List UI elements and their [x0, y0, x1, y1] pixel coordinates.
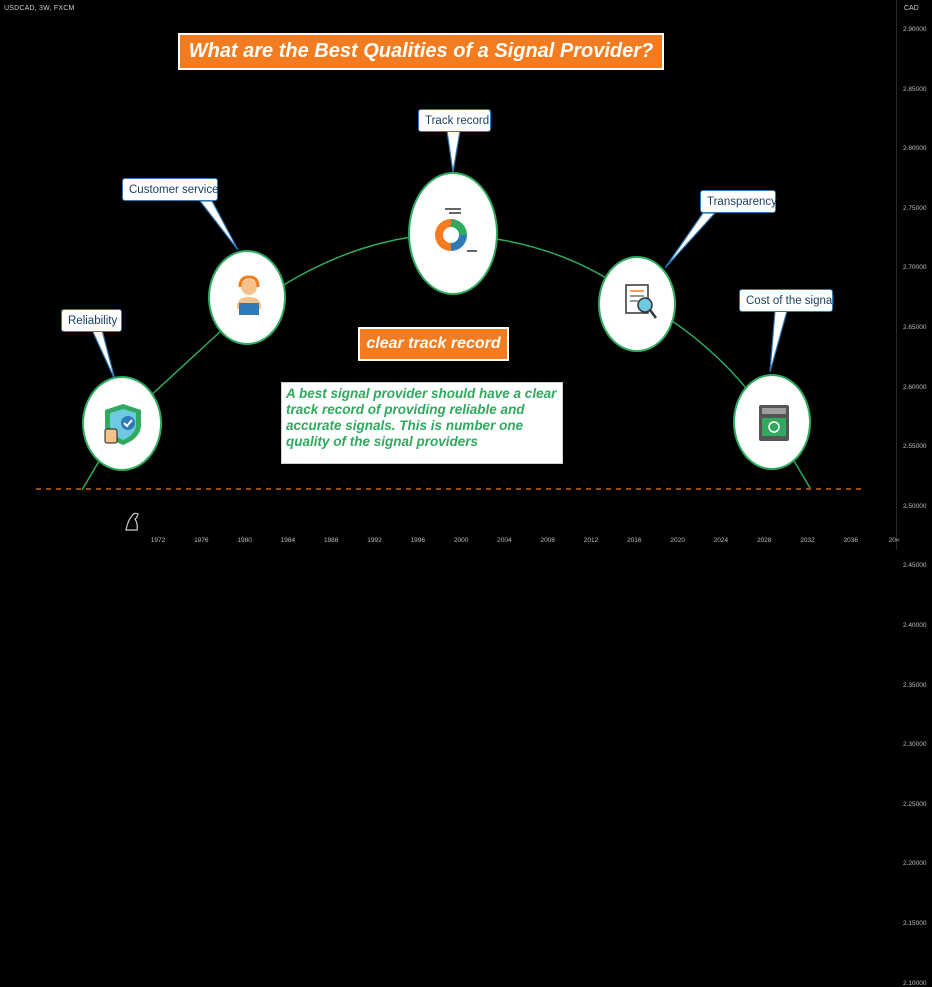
time-tick-label: 1992 — [367, 537, 382, 544]
node-customer-service — [208, 250, 286, 345]
document-magnifier-icon — [625, 284, 657, 319]
callout-reliability: Reliability — [61, 309, 122, 332]
time-tick-label: 20< — [888, 537, 900, 544]
price-tick-label: 2.85000 — [903, 85, 927, 93]
connector-arc — [81, 233, 811, 491]
cash-register-icon — [759, 405, 789, 441]
callout-pointer — [198, 200, 239, 251]
node-transparency — [598, 256, 676, 352]
price-tick-label: 2.90000 — [903, 26, 927, 33]
currency-label: CAD — [904, 5, 919, 12]
time-tick-label: 1984 — [280, 537, 296, 544]
description-box: A best signal provider should have a cle… — [281, 382, 563, 464]
price-tick-label: 2.60000 — [903, 383, 927, 391]
price-tick-label: 2.70000 — [903, 264, 927, 272]
callout-pointer — [664, 212, 717, 269]
price-axis[interactable] — [896, 0, 932, 550]
time-tick-label: 2008 — [540, 537, 555, 544]
node-reliability — [82, 376, 162, 471]
time-tick-label: 1996 — [410, 537, 426, 544]
time-tick-label: 2020 — [670, 537, 685, 544]
price-tick-label: 2.25000 — [903, 800, 927, 808]
callout-transparency: Transparency — [700, 190, 777, 213]
node-track-record — [408, 172, 498, 295]
callout-pointer — [446, 130, 461, 173]
callout-pointer — [769, 310, 788, 373]
callout-customer-service: Customer service — [122, 178, 218, 201]
donut-chart-icon — [435, 208, 477, 252]
price-tick-label: 2.15000 — [903, 920, 927, 927]
time-tick-label: 2012 — [583, 537, 599, 544]
price-tick-label: 2.40000 — [903, 622, 927, 629]
price-tick-label: 2.35000 — [903, 681, 927, 689]
price-tick-label: 2.10000 — [903, 979, 927, 987]
time-tick-label: 2036 — [843, 537, 859, 544]
time-tick-label: 1980 — [237, 537, 252, 544]
price-tick-label: 2.45000 — [903, 562, 927, 570]
price-tick-label: 2.80000 — [903, 145, 927, 153]
price-tick-label: 2.65000 — [903, 324, 927, 331]
time-tick-label: 2028 — [756, 537, 772, 544]
support-agent-icon — [237, 275, 261, 315]
dino-logo-icon — [125, 512, 139, 531]
price-tick-label: 2.75000 — [903, 204, 927, 212]
callout-track-record: Track record — [418, 109, 491, 132]
chart-symbol-label[interactable]: USDCAD, 3W, FXCM — [4, 5, 75, 12]
time-tick-label: 2004 — [497, 537, 512, 544]
infographic-canvas — [36, 130, 866, 531]
time-tick-label: 1988 — [323, 537, 339, 544]
node-cost-of-signal — [733, 374, 811, 470]
time-tick-label: 2016 — [627, 537, 642, 544]
callout-cost-of-signal: Cost of the signal — [739, 289, 835, 312]
callout-pointer — [91, 329, 116, 381]
price-tick-label: 2.55000 — [903, 443, 927, 451]
time-tick-label: 1976 — [194, 537, 209, 544]
time-tick-label: 2032 — [800, 537, 815, 544]
shield-thumbs-up-icon — [104, 404, 141, 445]
price-tick-label: 2.20000 — [903, 860, 927, 868]
infographic-title: What are the Best Qualities of a Signal … — [178, 33, 664, 70]
time-tick-label: 2000 — [453, 537, 469, 544]
highlight-label: clear track record — [358, 327, 509, 361]
time-tick-label: 2024 — [713, 537, 729, 544]
time-tick-label: 1972 — [150, 537, 166, 544]
price-tick-label: 2.30000 — [903, 741, 927, 749]
price-tick-label: 2.50000 — [903, 502, 927, 510]
